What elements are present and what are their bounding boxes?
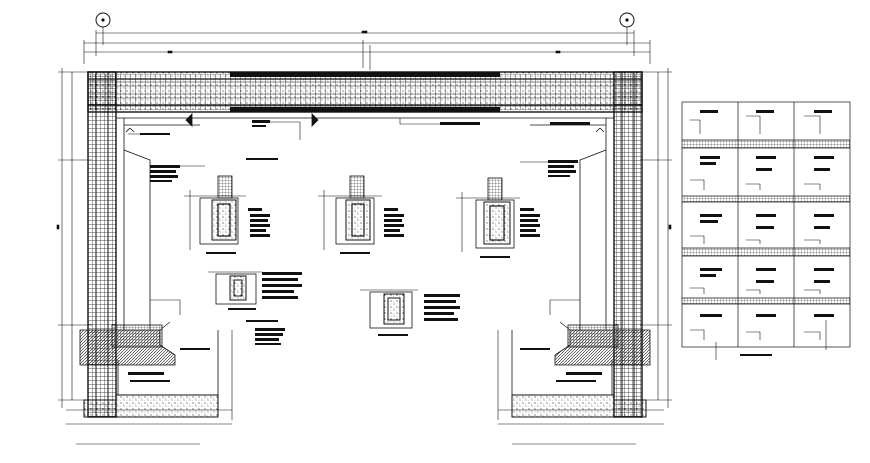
section-detail-3 bbox=[456, 177, 540, 258]
section-detail-5 bbox=[360, 289, 460, 336]
section-detail-1 bbox=[184, 175, 270, 254]
right-footing bbox=[497, 324, 664, 425]
inner-frame bbox=[116, 117, 614, 330]
leader-lines bbox=[128, 118, 580, 331]
section-arrow-icon bbox=[125, 113, 605, 133]
detail-schedule-grid bbox=[681, 101, 851, 360]
top-dimension-lines bbox=[83, 30, 651, 70]
left-footing bbox=[66, 324, 233, 425]
top-beam bbox=[87, 71, 643, 113]
grid-axis-marker-icon bbox=[95, 12, 111, 45]
section-detail-4 bbox=[208, 271, 302, 310]
leader-notes bbox=[130, 120, 596, 382]
grid-axis-marker-icon bbox=[619, 12, 635, 45]
section-detail-2 bbox=[318, 175, 404, 254]
side-dimension-lines bbox=[56, 68, 672, 408]
